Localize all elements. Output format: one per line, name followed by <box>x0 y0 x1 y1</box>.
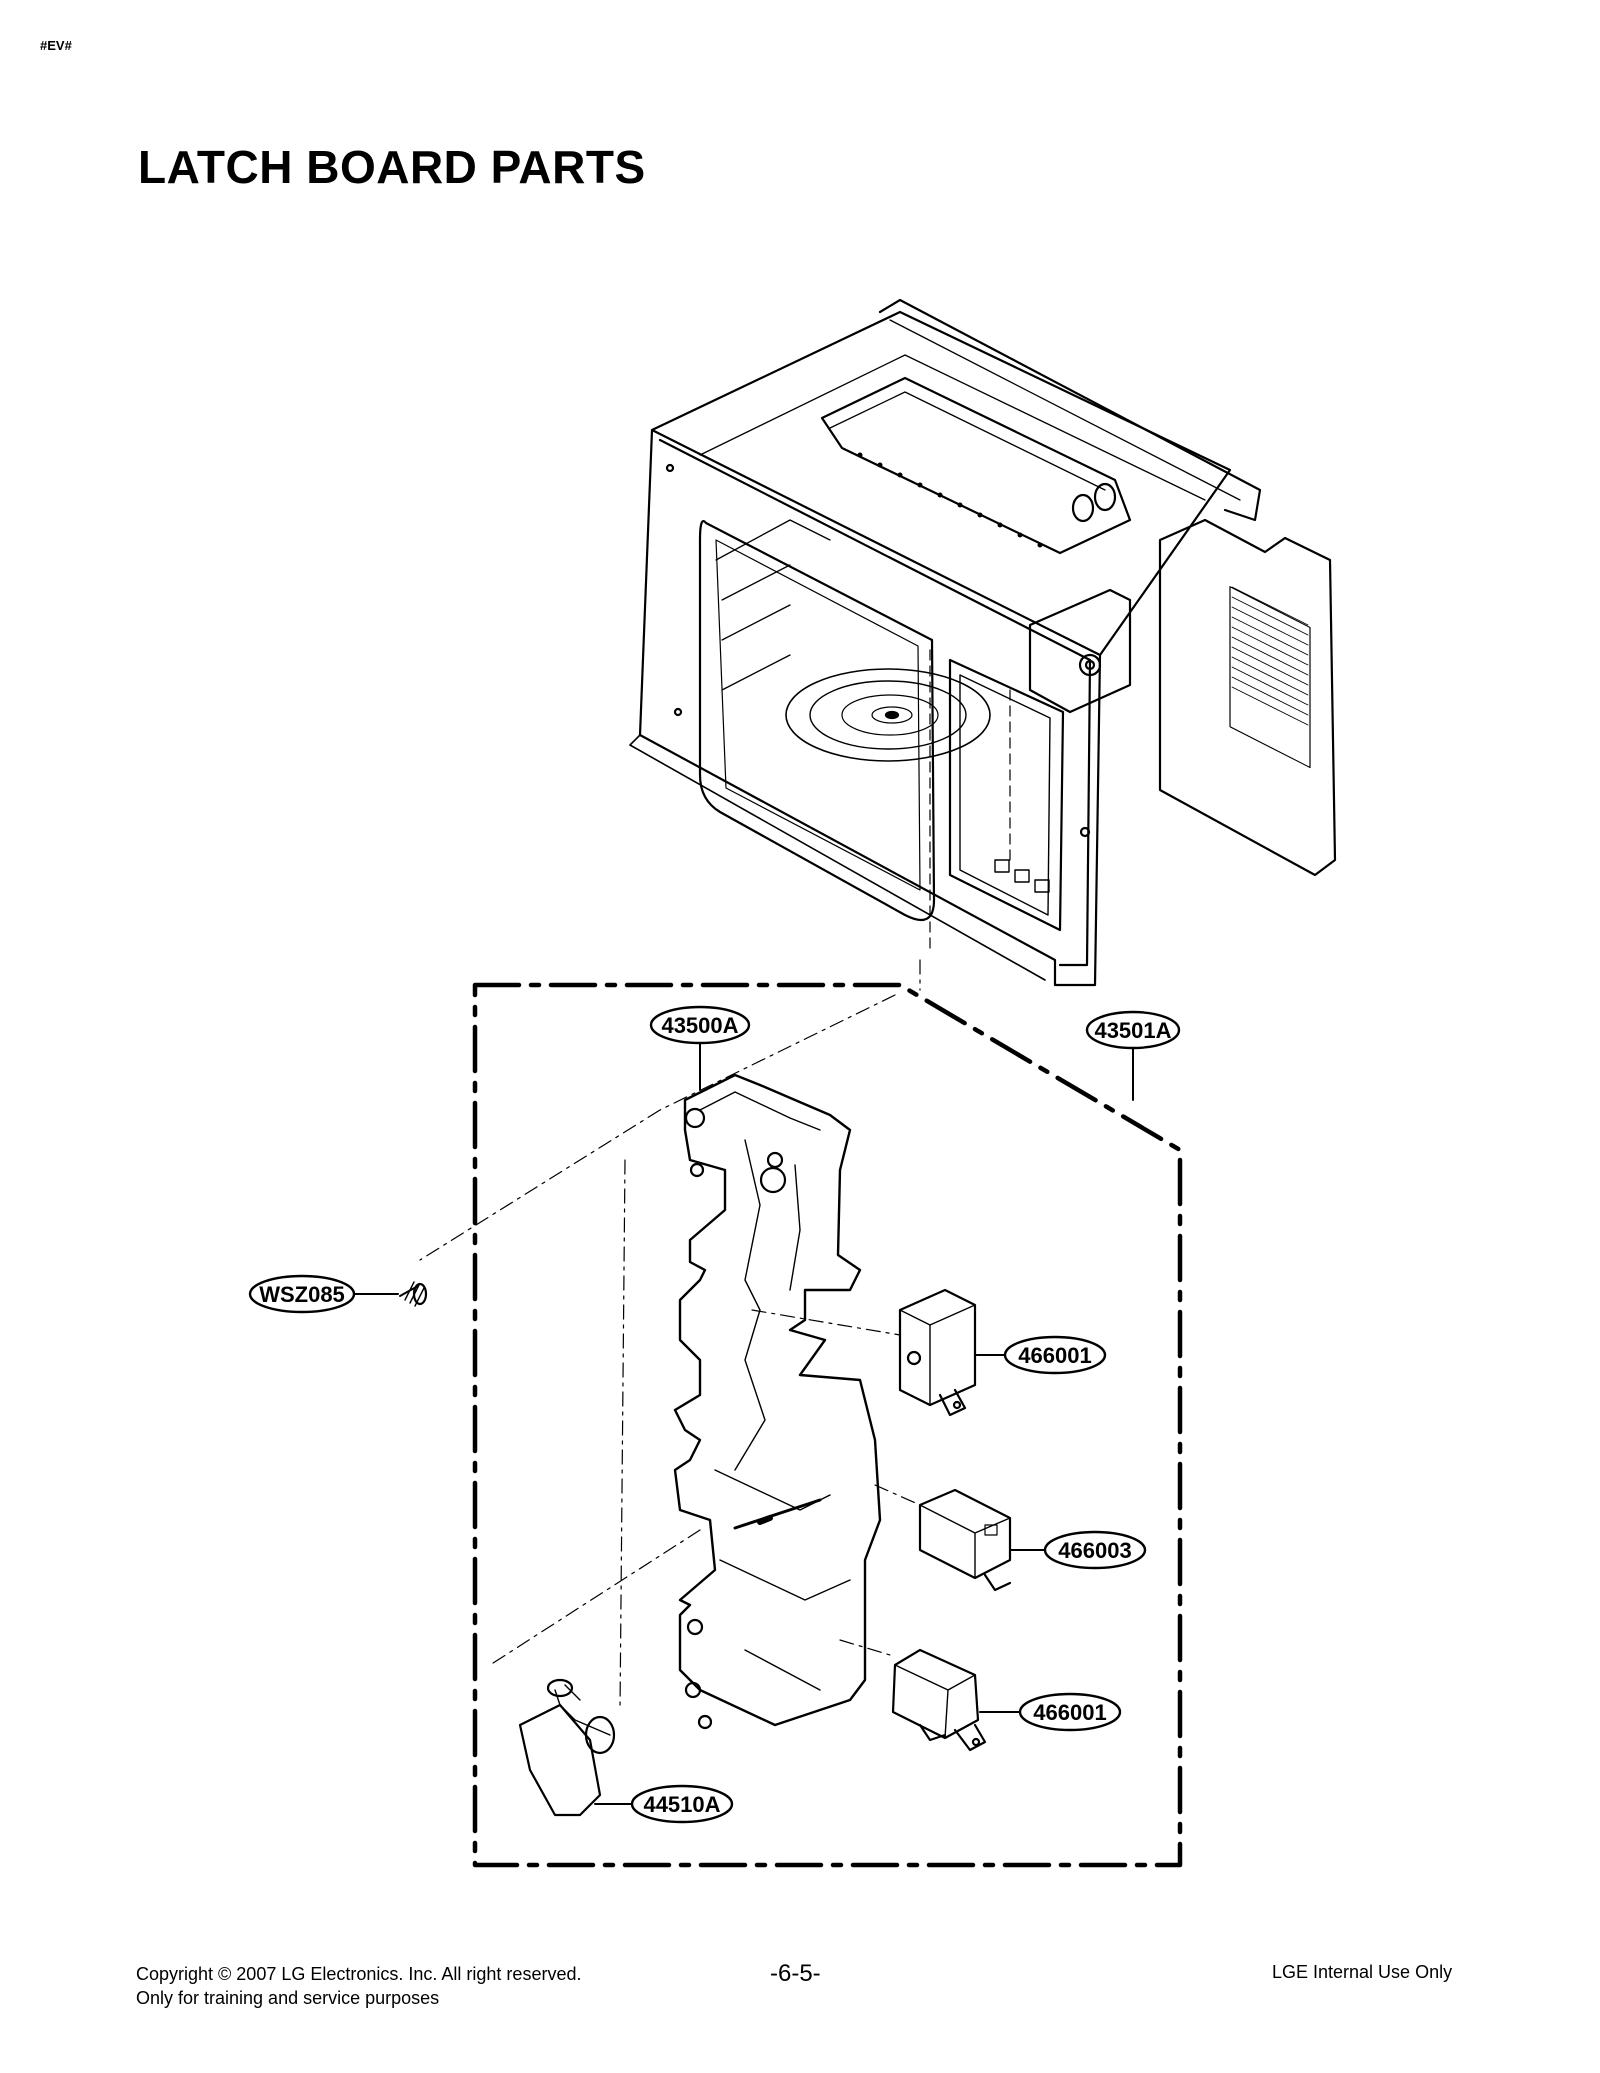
callout-WSZ085: WSZ085 <box>248 1274 356 1314</box>
footer-copyright: Copyright © 2007 LG Electronics. Inc. Al… <box>136 1964 582 1984</box>
page-title: LATCH BOARD PARTS <box>138 141 646 193</box>
switch-middle <box>918 1488 1012 1592</box>
footer-purpose: Only for training and service purposes <box>136 1988 440 2008</box>
footer-left: Copyright © 2007 LG Electronics. Inc. Al… <box>136 1962 581 2010</box>
part-label-switch-middle: 466003 <box>1058 1538 1131 1563</box>
part-label-latch-assembly: 43501A <box>1094 1018 1171 1043</box>
footer-usage: LGE Internal Use Only <box>1272 1962 1453 1982</box>
callout-466001-upper: 466001 <box>1003 1335 1107 1375</box>
callout-44510A: 44510A <box>630 1784 734 1824</box>
callout-43501A: 43501A <box>1085 1010 1181 1050</box>
page-number: -6-5- <box>770 1960 821 1987</box>
assembly-boundary <box>472 982 1183 1868</box>
oven-chassis <box>629 298 1337 987</box>
callout-466001-lower: 466001 <box>1018 1692 1122 1732</box>
part-label-switch-lower: 466001 <box>1033 1700 1106 1725</box>
callout-43500A: 43500A <box>649 1005 751 1045</box>
part-label-lever: 44510A <box>643 1792 720 1817</box>
exploded-leader-lines <box>419 959 921 1711</box>
latch-board <box>673 1073 882 1730</box>
callout-leaders <box>353 1039 1134 1805</box>
part-label-switch-upper: 466001 <box>1018 1343 1091 1368</box>
part-label-latch-board: 43500A <box>661 1013 738 1038</box>
switch-upper <box>898 1288 977 1417</box>
switch-lower <box>891 1648 987 1752</box>
page-tag: #EV# <box>40 38 72 53</box>
part-label-screw: WSZ085 <box>259 1282 345 1307</box>
callout-466003: 466003 <box>1043 1530 1147 1570</box>
screw <box>399 1281 428 1307</box>
lever <box>518 1678 616 1817</box>
